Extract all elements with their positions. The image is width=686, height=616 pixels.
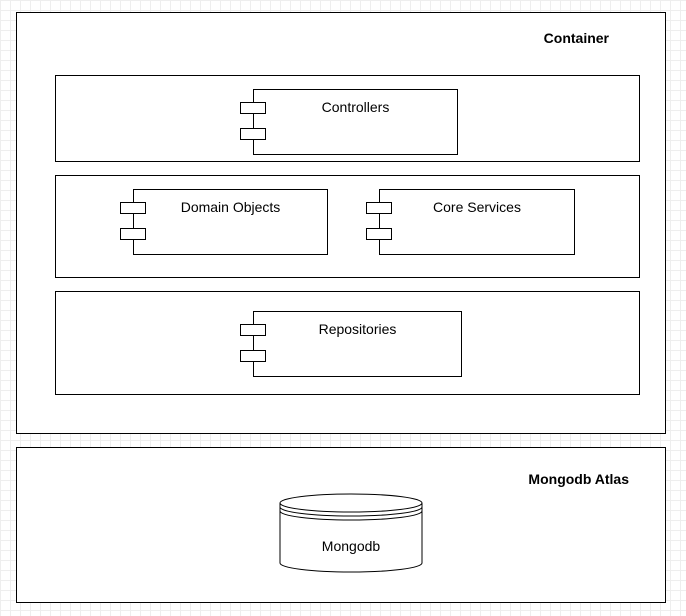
component-port-icon — [366, 202, 392, 214]
controllers-label: Controllers — [321, 99, 390, 115]
core-services-component[interactable]: Core Services — [366, 189, 575, 255]
component-port-icon — [240, 350, 266, 362]
controllers-component[interactable]: Controllers — [240, 89, 458, 155]
component-port-icon — [240, 102, 266, 114]
database-cylinder-icon[interactable] — [279, 493, 423, 573]
atlas-title: Mongodb Atlas — [528, 471, 629, 487]
domain-objects-component[interactable]: Domain Objects — [120, 189, 328, 255]
database-label: Mongodb — [321, 538, 381, 554]
container-title: Container — [543, 30, 609, 46]
repositories-label: Repositories — [318, 321, 397, 337]
component-port-icon — [240, 324, 266, 336]
repositories-component[interactable]: Repositories — [240, 311, 462, 377]
component-port-icon — [240, 128, 266, 140]
component-port-icon — [366, 228, 392, 240]
domain-objects-label: Domain Objects — [180, 199, 281, 215]
component-port-icon — [120, 202, 146, 214]
core-services-label: Core Services — [433, 199, 521, 215]
component-port-icon — [120, 228, 146, 240]
